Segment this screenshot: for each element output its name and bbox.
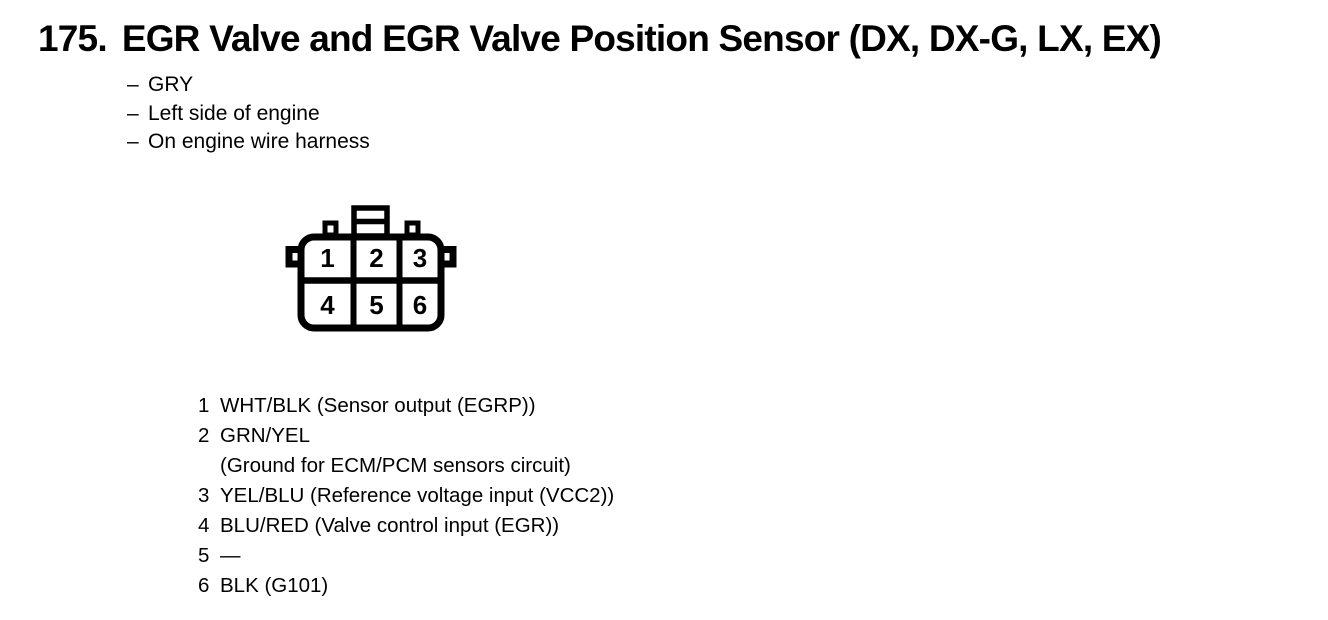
pin-row-5: 5 —	[198, 541, 614, 571]
note-dash: –	[127, 73, 139, 96]
connector-wing-left	[285, 246, 302, 268]
note-dash: –	[127, 101, 139, 125]
note-connector-color: GRY	[148, 73, 194, 96]
pin-description: —	[220, 544, 241, 567]
note-dash: –	[127, 130, 139, 153]
pin-number: 2	[198, 424, 210, 447]
pin-row-1: 1 WHT/BLK (Sensor output (EGRP))	[198, 391, 614, 421]
note-line: – On engine wire harness	[127, 128, 370, 157]
note-line: – Left side of engine	[127, 100, 370, 129]
connector-cavity-3: 3	[413, 243, 427, 273]
connector-wing-right	[440, 246, 457, 268]
pin-description-line1: GRN/YEL	[220, 424, 310, 447]
pin-number: 1	[198, 394, 210, 417]
connector-cavity-1: 1	[320, 243, 334, 273]
pin-list: 1 WHT/BLK (Sensor output (EGRP)) 2 GRN/Y…	[198, 391, 614, 601]
pin-row-3: 3 YEL/BLU (Reference voltage input (VCC2…	[198, 481, 614, 511]
pin-number: 5	[198, 544, 210, 567]
figure-title-text: EGR Valve and EGR Valve Position Sensor …	[121, 18, 1162, 59]
pin-description: BLU/RED (Valve control input (EGR))	[220, 514, 560, 537]
pin-description: GRN/YEL (Ground for ECM/PCM sensors circ…	[220, 421, 571, 481]
connector-cavity-6: 6	[413, 290, 427, 320]
pin-description: WHT/BLK (Sensor output (EGRP))	[220, 394, 536, 417]
connector-diagram: 1 2 3 4 5 6	[278, 200, 468, 336]
connector-notes: – GRY – Left side of engine – On engine …	[127, 71, 370, 157]
pin-row-4: 4 BLU/RED (Valve control input (EGR))	[198, 511, 614, 541]
page-title: 175. EGR Valve and EGR Valve Position Se…	[38, 18, 1162, 60]
figure-number: 175.	[38, 18, 108, 59]
note-harness: On engine wire harness	[148, 130, 370, 153]
connector-cavity-2: 2	[369, 243, 383, 273]
note-line: – GRY	[127, 71, 370, 100]
pin-description: BLK (G101)	[220, 574, 329, 597]
connector-top-tab-left	[322, 220, 339, 238]
pin-number: 6	[198, 574, 210, 597]
connector-cavity-4: 4	[320, 290, 335, 320]
connector-cavity-5: 5	[369, 290, 383, 320]
pin-description: YEL/BLU (Reference voltage input (VCC2))	[220, 484, 615, 507]
pin-number: 4	[198, 514, 210, 537]
pin-number: 3	[198, 484, 210, 507]
note-location: Left side of engine	[148, 101, 320, 125]
pin-row-2: 2 GRN/YEL (Ground for ECM/PCM sensors ci…	[198, 421, 614, 481]
pin-row-6: 6 BLK (G101)	[198, 571, 614, 601]
pin-description-line2: (Ground for ECM/PCM sensors circuit)	[220, 454, 571, 477]
connector-drawing-svg: 1 2 3 4 5 6	[285, 205, 457, 332]
connector-top-tab-right	[404, 220, 421, 238]
